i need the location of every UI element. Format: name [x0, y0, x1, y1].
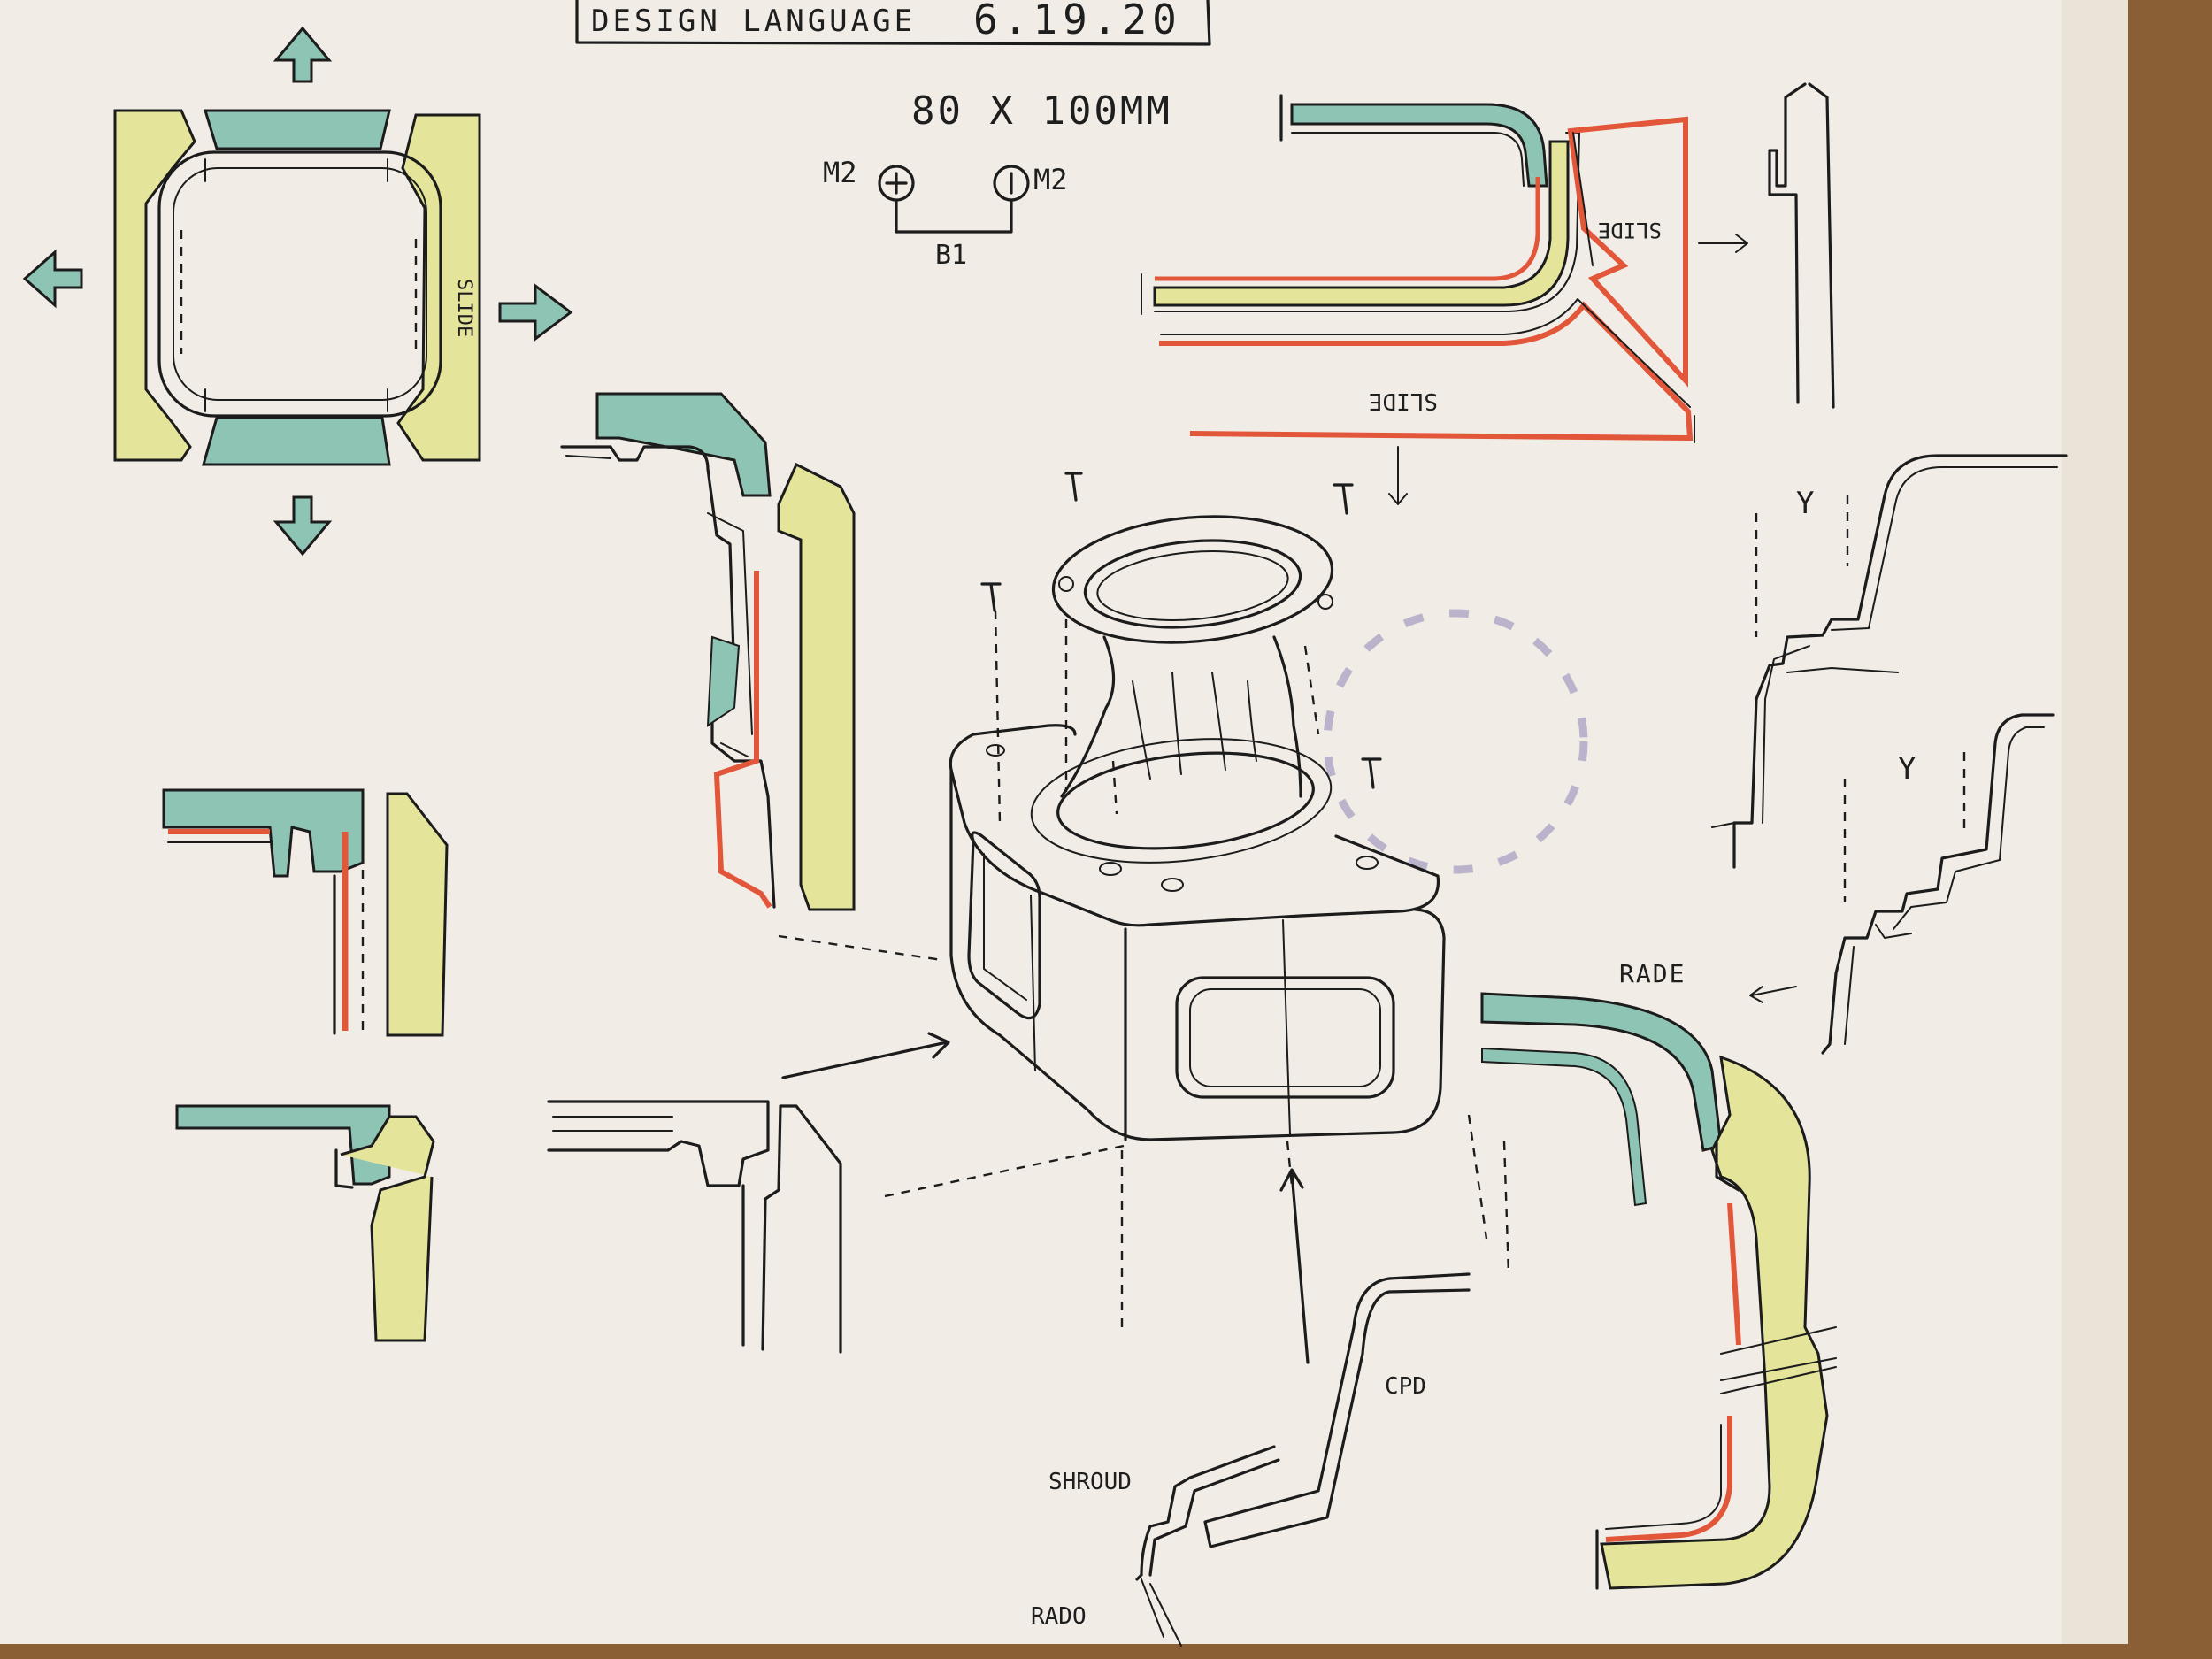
right-yellow-block — [396, 113, 481, 462]
mid-left-section — [560, 392, 856, 911]
outer-frame — [157, 150, 442, 418]
profile-y-lower — [1821, 713, 2055, 1055]
arrow-right-icon — [498, 283, 573, 342]
arrow-left-icon — [22, 249, 83, 309]
profile-y-upper — [1732, 454, 2068, 869]
slide-teal-strip — [1290, 103, 1548, 188]
b1-label: B1 — [935, 240, 967, 271]
arrow-down-icon — [273, 495, 333, 557]
slide-orange-line — [1155, 177, 1540, 281]
corner-detail-upper — [162, 788, 449, 1037]
bottom-right-teal-strip — [1481, 1047, 1647, 1207]
shroud-label: SHROUD — [1048, 1469, 1132, 1495]
bottom-teal-block — [202, 416, 391, 466]
title-text: DESIGN LANGUAGE — [591, 4, 916, 39]
y-upper-label: Y — [1796, 486, 1814, 521]
slide-yellow-strip — [1153, 140, 1570, 307]
y-lower-label: Y — [1898, 751, 1916, 787]
frame-plan-view: SLIDE — [22, 26, 573, 557]
corner-detail-lower — [175, 1104, 435, 1342]
right-profiles: Y Y RADE — [1619, 82, 2068, 1055]
side-window — [967, 831, 1041, 1020]
slide-bottom-rotated-label: SLIDE — [1369, 388, 1438, 414]
slide-right-rotated-label: SLIDE — [1598, 218, 1662, 242]
inner-frame — [173, 167, 427, 401]
housing-top-edge — [949, 724, 1440, 927]
mid-teal-block — [595, 392, 772, 497]
dome-base — [1056, 751, 1315, 850]
pointer-arrow-up-icon — [1279, 1168, 1310, 1364]
dimensions-text: 80 x 100mm — [911, 88, 1172, 134]
orange-trapezoid — [1567, 116, 1688, 388]
bottom-right-yellow-body — [1600, 1055, 1829, 1590]
mid-orange-line — [713, 571, 772, 909]
bottom-right-orange-line — [1605, 1202, 1741, 1542]
down-arrow-icon — [1388, 446, 1408, 505]
top-teal-block — [203, 109, 391, 150]
bezel-ring-outer — [1051, 515, 1334, 644]
bezel-ring-inner — [1083, 539, 1302, 629]
stepped-profiles: CPD SHROUD RADO — [1031, 1272, 1471, 1647]
screws — [980, 472, 1382, 789]
left-yellow-block — [113, 109, 196, 462]
bottom-right-section — [1467, 992, 1837, 1590]
dimension-block: 80 x 100mm M2 M2 B1 — [823, 88, 1172, 271]
title-date: 6.19.20 — [973, 0, 1182, 43]
slide-arrow-icon — [1698, 234, 1748, 253]
corner-yellow-upper — [386, 792, 449, 1037]
rado-label: RADO — [1031, 1603, 1087, 1630]
corner-teal-upper — [162, 788, 365, 878]
paper-edge-shade — [2062, 0, 2128, 1644]
mid-yellow-block — [777, 462, 856, 911]
m2-right-label: M2 — [1033, 163, 1068, 196]
slide-section: SLIDE SLIDE — [1141, 94, 1748, 505]
rade-label: RADE — [1619, 959, 1686, 988]
exploded-housing — [778, 472, 1446, 1364]
m2-left-label: M2 — [823, 156, 857, 189]
dome-lens — [1060, 635, 1302, 798]
housing-body — [949, 768, 1446, 1141]
stamp-smudge — [1323, 609, 1588, 874]
cpd-label: CPD — [1385, 1373, 1426, 1400]
rade-arrow-icon — [1749, 986, 1797, 1003]
pointer-arrow-left-icon — [781, 1032, 950, 1079]
profile-top-right — [1768, 82, 1835, 409]
arrow-up-icon — [273, 26, 333, 83]
front-window — [1175, 976, 1395, 1099]
slide-vertical-label: SLIDE — [453, 279, 475, 337]
bottom-center-section — [547, 1100, 842, 1354]
corner-yellow-lower — [340, 1115, 435, 1342]
title-box: DESIGN LANGUAGE 6.19.20 — [575, 0, 1211, 46]
mid-teal-tab — [706, 635, 741, 727]
